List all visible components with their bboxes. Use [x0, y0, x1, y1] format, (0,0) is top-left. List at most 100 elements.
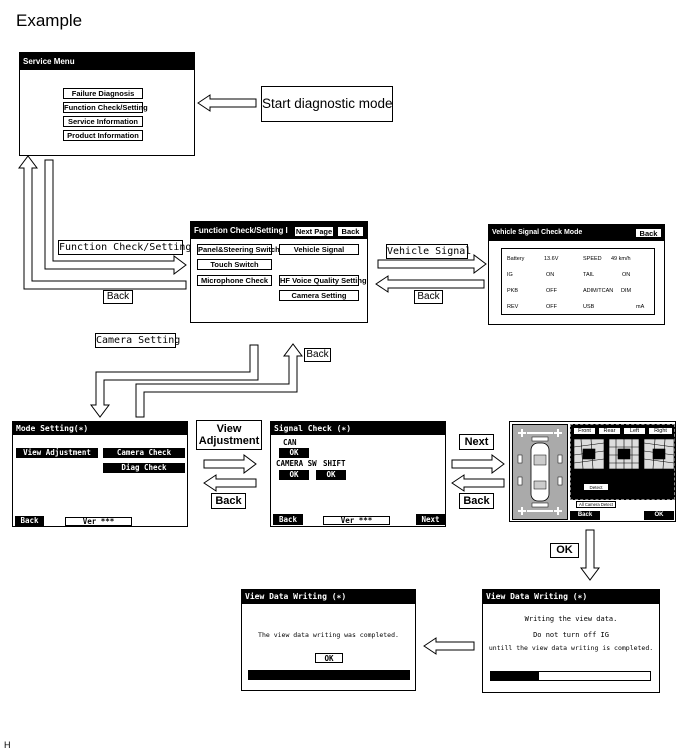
arrow-mode-to-function [135, 343, 303, 418]
vs-value-usb: mA [636, 304, 645, 310]
microphone-check-button[interactable]: Microphone Check [197, 275, 272, 286]
writing-progress-bar [490, 671, 651, 681]
writing-screen: View Data Writing (∗) Writing the view d… [482, 589, 660, 693]
arrow-function-to-menu [18, 155, 187, 290]
back-label-5: Back [459, 493, 494, 509]
detect-button[interactable]: Detect [583, 483, 609, 491]
camera-setting-label: Camera Setting [95, 333, 181, 348]
camera-target-views [573, 438, 675, 470]
camera-ok-button[interactable]: OK [644, 511, 674, 520]
back-label-3: Back [304, 348, 331, 362]
touch-switch-button[interactable]: Touch Switch [197, 259, 272, 270]
mode-setting-title: Mode Setting(∗) [13, 422, 187, 435]
arrow-signal-to-mode [203, 474, 257, 492]
arrow-signal-to-camera [451, 454, 505, 474]
vs-value-ig: ON [546, 272, 555, 278]
mode-back-button[interactable]: Back [15, 516, 44, 526]
arrow-function-to-vehicle [377, 254, 487, 274]
vehicle-signal-screen: Vehicle Signal Check Mode Back Battery 1… [488, 224, 665, 325]
figure-code: H [4, 740, 11, 750]
completed-title: View Data Writing (∗) [242, 590, 415, 604]
diag-check-button[interactable]: Diag Check [103, 463, 185, 473]
hf-voice-quality-setting-button[interactable]: HF Voice Quality Setting [279, 275, 367, 286]
completed-message: The view data writing was completed. [258, 631, 399, 639]
mode-setting-screen: Mode Setting(∗) View Adjustment Camera C… [12, 421, 188, 527]
can-label: CAN [283, 438, 297, 447]
arrow-function-to-mode [90, 344, 259, 418]
view-adjustment-button[interactable]: View Adjustment [16, 448, 98, 458]
back-label-4: Back [211, 493, 246, 509]
back-label-2: Back [414, 290, 443, 304]
arrow-vehicle-to-function [375, 275, 485, 293]
all-camera-detect-button[interactable]: All Camera Detect [576, 501, 616, 508]
back-label-1: Back [103, 290, 133, 304]
camera-check-button[interactable]: Camera Check [103, 448, 185, 458]
vs-label-battery: Battery [507, 256, 525, 262]
vs-label-pkb: PKB [507, 288, 519, 294]
vs-label-tail: TAIL [583, 272, 595, 278]
vehicle-signal-label: Vehicle Signal [386, 244, 472, 259]
car-top-view-icon [517, 429, 563, 515]
vs-value-adim: DIM [621, 288, 632, 294]
camera-back-button[interactable]: Back [570, 511, 600, 520]
vs-label-rev: REV [507, 304, 519, 310]
vs-label-ig: IG [507, 272, 513, 278]
arrow-menu-to-function [44, 159, 187, 275]
completed-progress-fill [249, 671, 409, 679]
signal-back-button[interactable]: Back [273, 514, 303, 525]
tab-front[interactable]: Front [573, 427, 596, 435]
tab-rear[interactable]: Rear [598, 427, 621, 435]
signal-check-title: Signal Check (∗) [271, 422, 445, 435]
vehicle-back-button[interactable]: Back [635, 228, 662, 238]
signal-next-button[interactable]: Next [416, 514, 445, 525]
writing-line1: Writing the view data. [524, 615, 618, 623]
vs-value-rev: OFF [546, 304, 557, 310]
start-diagnostic-mode-label: Start diagnostic mode [261, 86, 393, 122]
arrow-camera-to-writing [580, 529, 600, 581]
can-ok-indicator: OK [279, 448, 309, 458]
arrow-camera-to-signal [451, 474, 505, 492]
camera-adjust-screen: Front Rear Left Right Detect All Camera … [509, 421, 676, 522]
writing-line2: Do not turn off IG [533, 631, 609, 639]
arrow-mode-to-signal [203, 454, 257, 474]
vehicle-signal-table [501, 248, 655, 315]
car-top-view-panel [512, 424, 568, 520]
writing-title: View Data Writing (∗) [483, 590, 659, 604]
shift-ok-indicator: OK [316, 470, 346, 480]
signal-version: Ver *** [323, 516, 390, 525]
arrow-start-to-menu [197, 94, 257, 112]
camera-sw-ok-indicator: OK [279, 470, 309, 480]
next-page-button[interactable]: Next Page [294, 226, 334, 237]
product-information-button[interactable]: Product Information [63, 130, 143, 141]
vs-value-speed: 49 km/h [611, 256, 631, 262]
failure-diagnosis-button[interactable]: Failure Diagnosis [63, 88, 143, 99]
camera-view-panel: Front Rear Left Right Detect [570, 424, 675, 500]
signal-check-screen: Signal Check (∗) CAN OK CAMERA SW SHIFT … [270, 421, 446, 527]
vs-label-speed: SPEED [583, 256, 602, 262]
service-menu-screen: Service Menu Failure Diagnosis Function … [19, 52, 195, 156]
shift-label: SHIFT [323, 459, 346, 468]
arrow-writing-to-completed [423, 637, 475, 655]
writing-progress-fill [491, 672, 539, 680]
service-menu-title: Service Menu [20, 53, 194, 70]
writing-line3: untill the view data writing is complete… [488, 644, 654, 652]
tab-left[interactable]: Left [623, 427, 646, 435]
view-adjustment-label: View Adjustment [196, 420, 262, 450]
completed-ok-button[interactable]: OK [315, 653, 343, 663]
camera-setting-button[interactable]: Camera Setting [279, 290, 359, 301]
view-adjustment-label-line1: View [216, 423, 242, 435]
service-information-button[interactable]: Service Information [63, 116, 143, 127]
function-check-screen: Function Check/Setting I Next Page Back … [190, 221, 368, 323]
vs-label-usb: USB [583, 304, 595, 310]
tab-right[interactable]: Right [648, 427, 673, 435]
vs-value-battery: 13.6V [544, 256, 559, 262]
completed-progress-bar [248, 670, 410, 680]
function-check-setting-label: Function Check/Setting [58, 240, 192, 255]
function-check-setting-button[interactable]: Function Check/Setting [63, 102, 148, 113]
function-back-button[interactable]: Back [337, 226, 364, 237]
vehicle-signal-button[interactable]: Vehicle Signal [279, 244, 359, 255]
next-label: Next [459, 434, 494, 450]
panel-steering-switch-button[interactable]: Panel&Steering Switch [197, 244, 280, 255]
diagram-title: Example [16, 11, 83, 30]
